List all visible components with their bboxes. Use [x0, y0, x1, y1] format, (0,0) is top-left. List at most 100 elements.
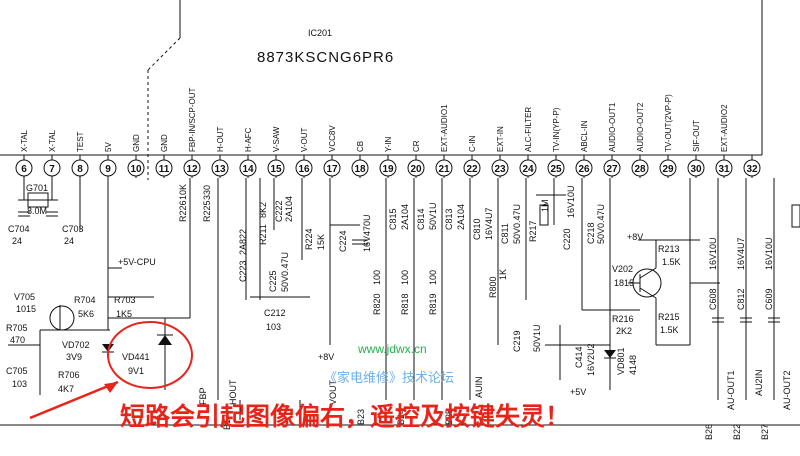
pin-label: VCC8V — [328, 125, 337, 152]
net-b27: B27 — [760, 424, 770, 440]
net-b17: B17 — [222, 414, 232, 430]
c212-ref: C212 — [264, 308, 286, 318]
pin-number: 18 — [354, 164, 366, 175]
r211-val: 8K2 — [258, 202, 268, 218]
pin-number: 30 — [690, 164, 702, 175]
c813-val: 2A104 — [456, 204, 466, 230]
r224-ref: R224 — [304, 228, 314, 250]
net-plus8b: +8V — [627, 232, 643, 242]
pin-number: 13 — [214, 164, 226, 175]
pin-number: 14 — [242, 164, 254, 175]
pin-number: 7 — [49, 164, 55, 175]
c225-ref: C225 — [268, 270, 278, 292]
net-vout: VOUT — [328, 379, 338, 405]
r217-ref: R217 — [528, 220, 538, 242]
net-b24: B24 — [396, 409, 406, 425]
r800-val: 1K — [498, 269, 508, 280]
pin-number: 15 — [270, 164, 282, 175]
r800-ref: R800 — [488, 276, 498, 298]
pin-label: H-OUT — [216, 127, 225, 152]
pin-number: 32 — [746, 164, 758, 175]
pin-number-circle — [127, 159, 145, 177]
r819-val: 100 — [428, 270, 438, 285]
deflection-wiring — [217, 178, 368, 420]
pin-label: 5V — [104, 142, 113, 152]
r224-val: 15K — [316, 234, 326, 250]
ic-pin-16: 16V-OUT — [295, 127, 313, 178]
pin-number-circle — [435, 159, 453, 177]
r820-val: 100 — [372, 270, 382, 285]
pin-number: 11 — [159, 164, 170, 175]
pin-number: 26 — [578, 164, 590, 175]
pin-label: SIF-OUT — [692, 120, 701, 152]
c811-val: 50V0.47U — [512, 204, 522, 244]
c813-ref: C813 — [444, 208, 454, 230]
ic201-box — [0, 0, 763, 180]
c220-ref: C220 — [562, 228, 572, 250]
vd441-val: 9V1 — [128, 366, 144, 376]
pin-number-circle — [43, 159, 61, 177]
pin-label: X-TAL — [48, 129, 57, 152]
pin-label: TV-OUT(2VP-P) — [664, 94, 673, 152]
pin-number-circle — [575, 159, 593, 177]
pin-label: EXT-AUDIO2 — [720, 104, 729, 152]
c224-val: 16V470U — [362, 214, 372, 252]
c414-val: 16V2U2 — [586, 343, 596, 376]
pin-number-circle — [267, 159, 285, 177]
ic-pin-22: 22C-IN — [463, 135, 481, 178]
pin-label: EXT-AUDIO1 — [440, 104, 449, 152]
net-hout: HOUT — [228, 379, 238, 405]
c414-ref: C414 — [574, 346, 584, 368]
r226-ref: R226 — [178, 200, 188, 222]
r705-ref: R705 — [6, 323, 28, 333]
c703-val: 24 — [64, 236, 74, 246]
pin-label: V-SAW — [272, 126, 281, 152]
pin-number: 19 — [382, 164, 394, 175]
ic-pin-15: 15 V-SAW — [267, 126, 285, 178]
pin-number-circle — [323, 159, 341, 177]
c224-ref: C224 — [338, 230, 348, 252]
pin-number-circle — [351, 159, 369, 177]
net-plus5: +5V — [570, 387, 586, 397]
pin-label: Y-IN — [384, 137, 393, 152]
pin-number: 6 — [21, 164, 27, 175]
fault-annotation: 短路会引起图像偏右，遥控及按键失灵！ — [120, 402, 570, 431]
r704-ref: R704 — [74, 295, 96, 305]
r706-val: 4K7 — [58, 384, 74, 394]
r819-ref: R819 — [428, 293, 438, 315]
pin-label: ALC-FILTER — [524, 107, 533, 152]
c220-val: 16V10U — [566, 185, 576, 218]
r226-val: 10K — [178, 184, 188, 200]
r216-val: 2K2 — [616, 326, 632, 336]
c218-ref: C218 — [586, 222, 596, 244]
pin-number-circle — [295, 159, 313, 177]
vd801-ref: VD801 — [616, 347, 626, 375]
video-audio-wiring — [385, 178, 640, 400]
pin-label: H-AFC — [244, 127, 253, 152]
pin-number: 12 — [186, 164, 198, 175]
ic-pin-6: 6X-TAL — [15, 129, 33, 178]
pin-number-circle — [211, 159, 229, 177]
pin-number: 25 — [550, 164, 562, 175]
net-plus8a: +8V — [318, 352, 334, 362]
ic-pin-14: 14 H-AFC — [239, 127, 257, 178]
pin-number: 16 — [298, 164, 310, 175]
net-auout1: AU-OUT1 — [726, 370, 736, 410]
ic-pin-7: 7 X-TAL — [43, 129, 61, 178]
pin-label: AUDIO-OUT2 — [636, 102, 645, 152]
pin-number: 10 — [130, 164, 142, 175]
pin-label: TEST — [76, 131, 85, 152]
pin-number-circle — [379, 159, 397, 177]
pin-number-circle — [239, 159, 257, 177]
transistor-v202 — [628, 178, 800, 400]
